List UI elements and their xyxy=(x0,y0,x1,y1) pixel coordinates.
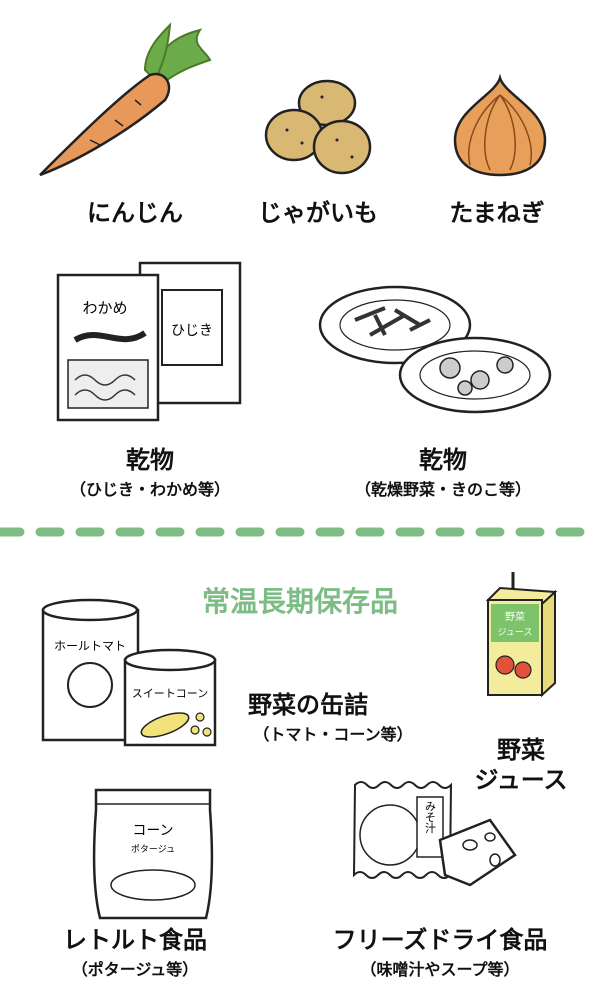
can-label-corn: スイートコーン xyxy=(132,687,208,700)
juice-label-line2: ジュース xyxy=(474,766,568,794)
item-label-potato: じゃがいも xyxy=(258,199,378,227)
dried-label-1: 乾物 xyxy=(126,446,174,474)
juice-box-icon: 野菜 ジュース xyxy=(485,572,558,698)
item-label-onion: たまねぎ xyxy=(449,199,545,227)
section-heading: 常温長期保存品 xyxy=(201,585,399,618)
pouch-label-1: コーン xyxy=(132,823,173,839)
can-label-tomato: ホールトマト xyxy=(54,639,126,653)
potato-icon xyxy=(264,79,372,175)
pack-label-miso: みそ汁 xyxy=(424,801,437,835)
onion-icon xyxy=(453,73,547,177)
dried-sub-2: （乾燥野菜・きのこ等） xyxy=(354,480,532,499)
freeze-dry-sub: （味噌汁やスープ等） xyxy=(360,960,520,979)
cans-icon: ホールトマト スイートコーン xyxy=(41,598,217,747)
juice-label-line1: 野菜 xyxy=(497,736,545,764)
retort-pouch-icon: コーン ポタージュ xyxy=(92,788,214,920)
pack-label-wakame: わかめ xyxy=(82,299,127,317)
retort-label: レトルト食品 xyxy=(63,926,207,954)
box-label-2: ジュース xyxy=(498,628,533,638)
freeze-dry-label: フリーズドライ食品 xyxy=(332,926,548,954)
freeze-dry-icon: みそ汁 xyxy=(352,781,517,887)
pouch-label-2: ポタージュ xyxy=(131,844,175,855)
dried-vegetable-plates-icon xyxy=(318,285,552,414)
seaweed-packs-icon: ひじき わかめ xyxy=(56,261,242,422)
dried-sub-1: （ひじき・わかめ等） xyxy=(69,480,231,499)
box-label-1: 野菜 xyxy=(505,611,525,623)
pack-label-hijiki: ひじき xyxy=(171,323,213,339)
dried-label-2: 乾物 xyxy=(419,446,467,474)
carrot-icon xyxy=(39,22,212,177)
cans-label: 野菜の缶詰 xyxy=(248,691,368,719)
cans-sub: （トマト・コーン等） xyxy=(253,725,413,744)
dashed-divider xyxy=(0,527,600,537)
item-label-carrot: にんじん xyxy=(87,199,183,227)
retort-sub: （ポタージュ等） xyxy=(71,960,199,979)
